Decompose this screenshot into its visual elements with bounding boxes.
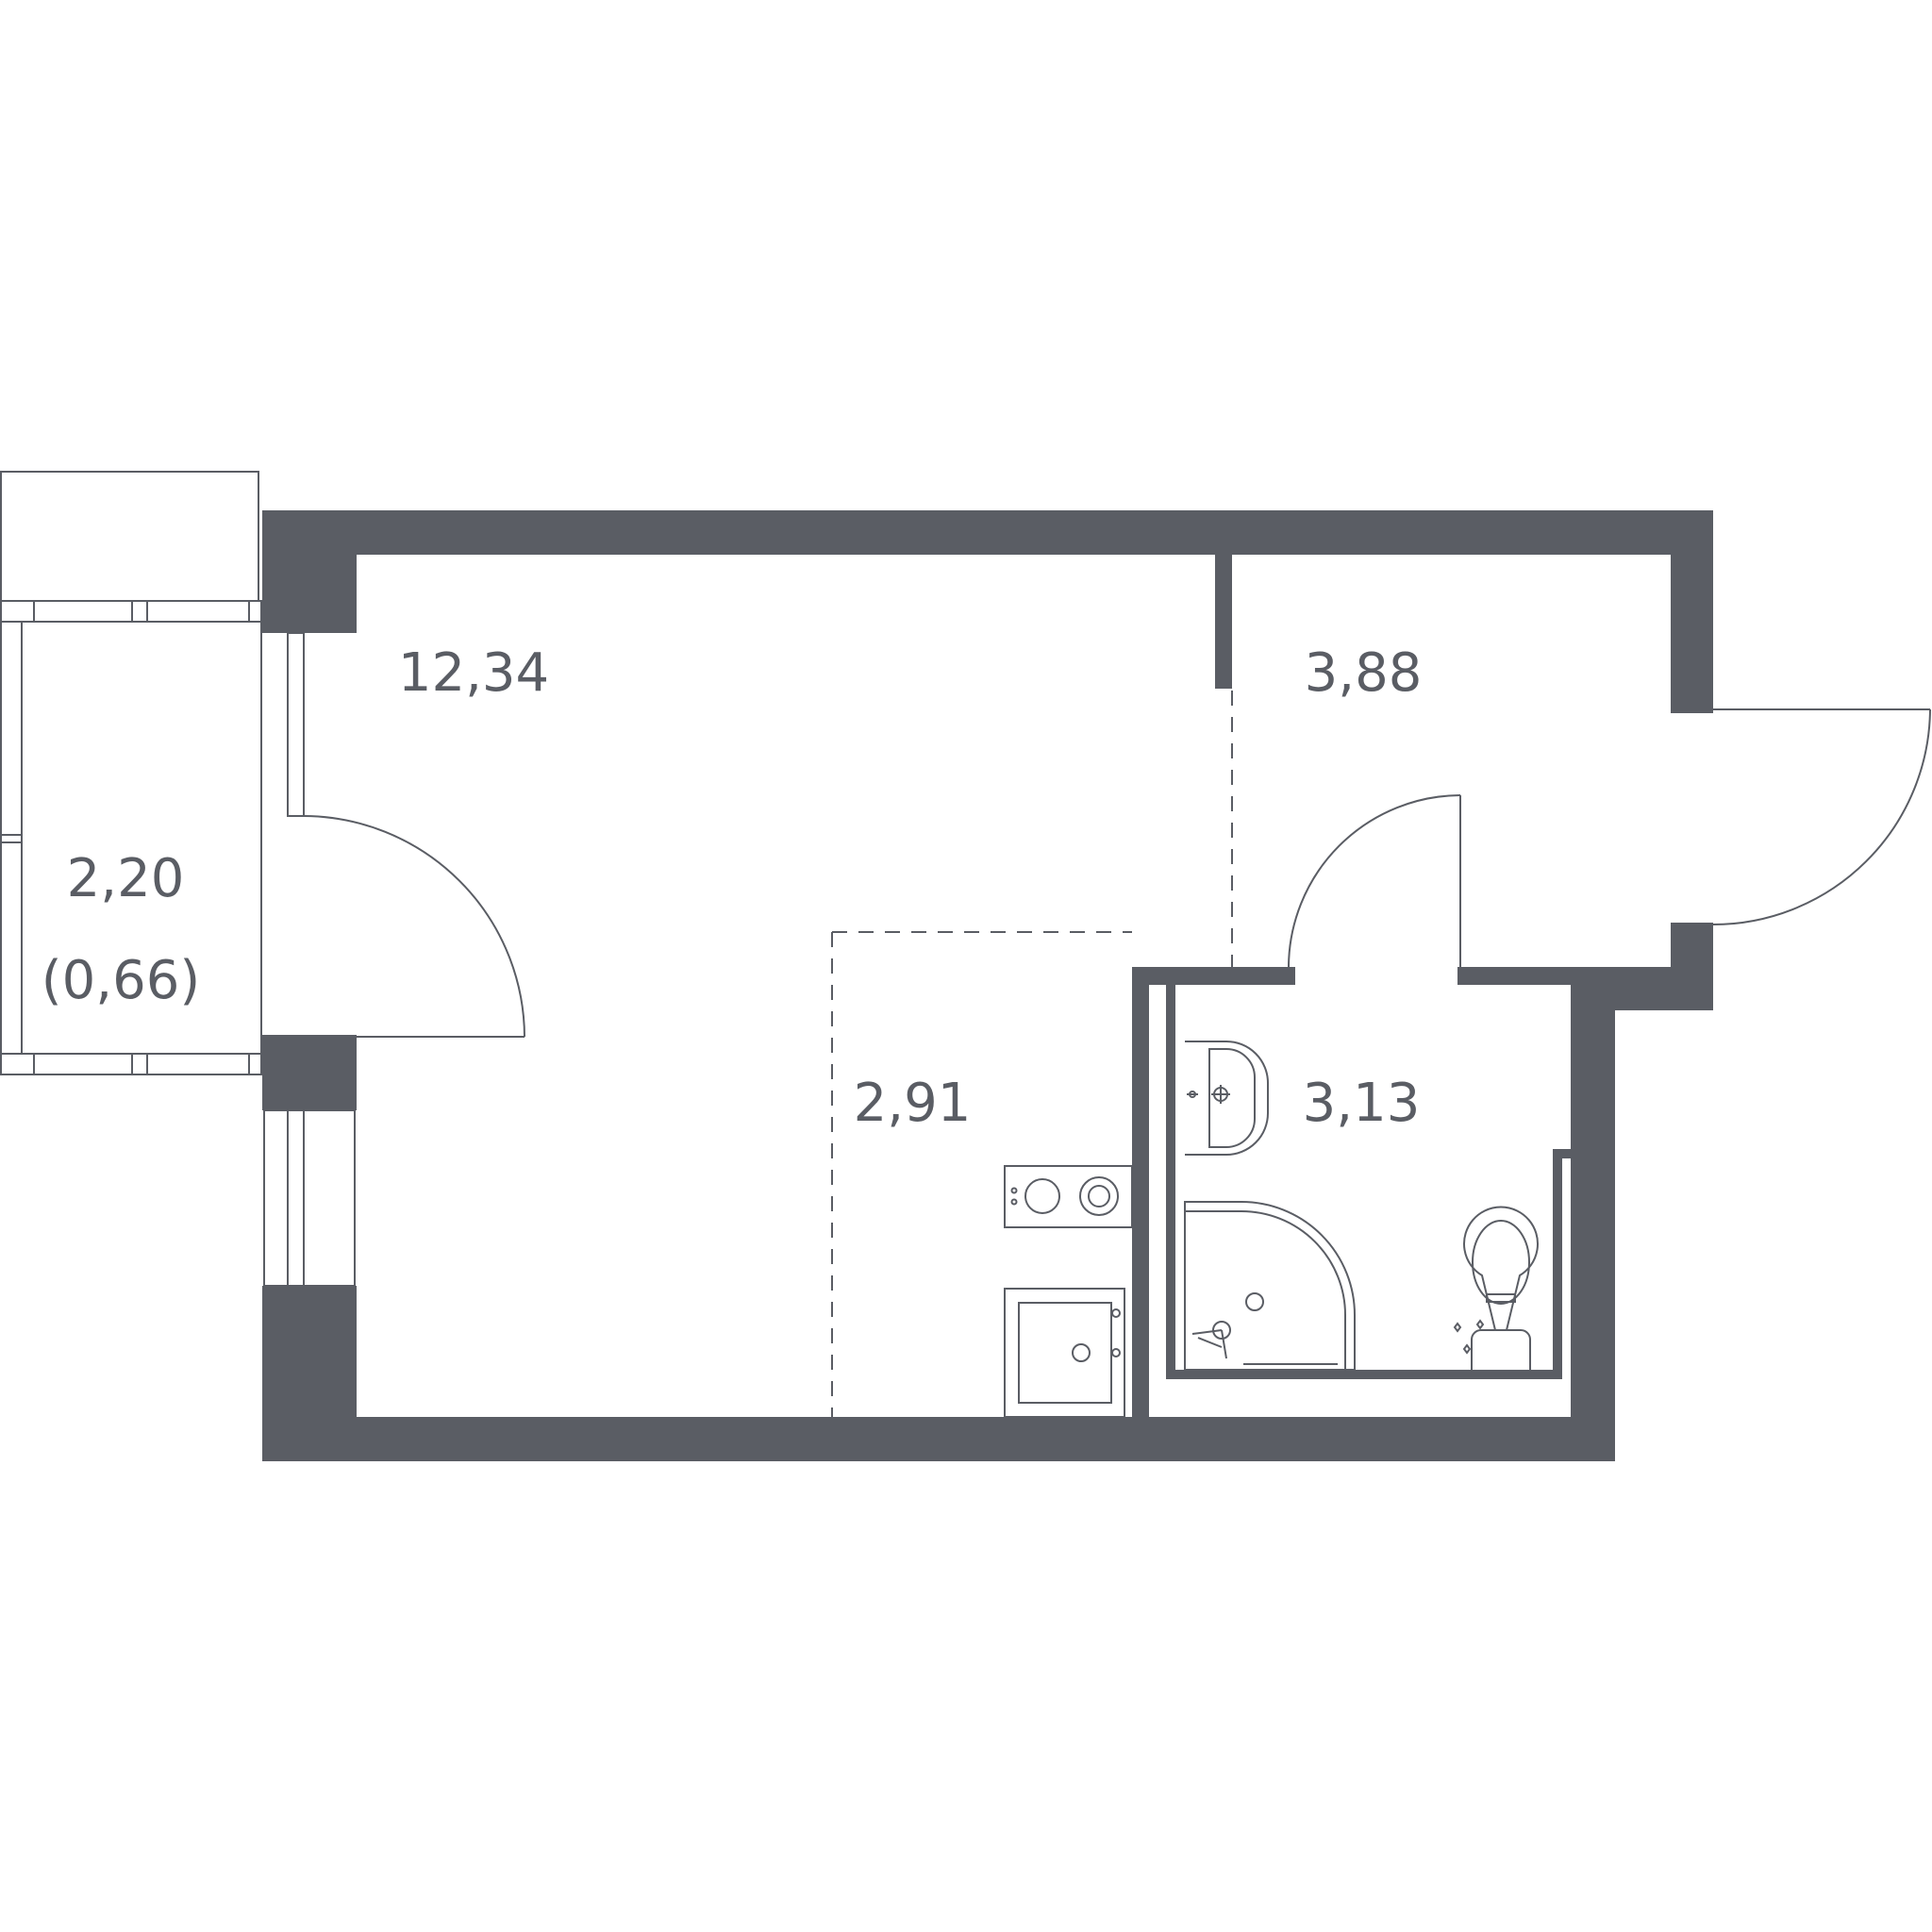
- zone-dividers: [831, 691, 1233, 1417]
- kitchen-sink-icon: [1004, 1288, 1125, 1418]
- balcony-area-reduced: (0,66): [42, 950, 200, 1011]
- balcony-door: [287, 632, 525, 1038]
- shower-icon: [1184, 1201, 1356, 1371]
- toilet-icon: [1453, 1206, 1539, 1370]
- balcony-area: 2,20: [67, 848, 185, 909]
- bathroom-area: 3,13: [1303, 1073, 1421, 1134]
- walls: [262, 510, 1713, 1461]
- entrance-door: [1712, 708, 1931, 925]
- kitchen-area: 2,91: [854, 1073, 972, 1134]
- balcony: [0, 471, 262, 1075]
- stove-icon: [1004, 1165, 1133, 1228]
- bathroom-door: [1288, 794, 1461, 968]
- window-left: [263, 1109, 356, 1287]
- living-room-area: 12,34: [398, 642, 549, 704]
- hall-area: 3,88: [1305, 642, 1423, 704]
- washbasin-icon: [1185, 1041, 1269, 1156]
